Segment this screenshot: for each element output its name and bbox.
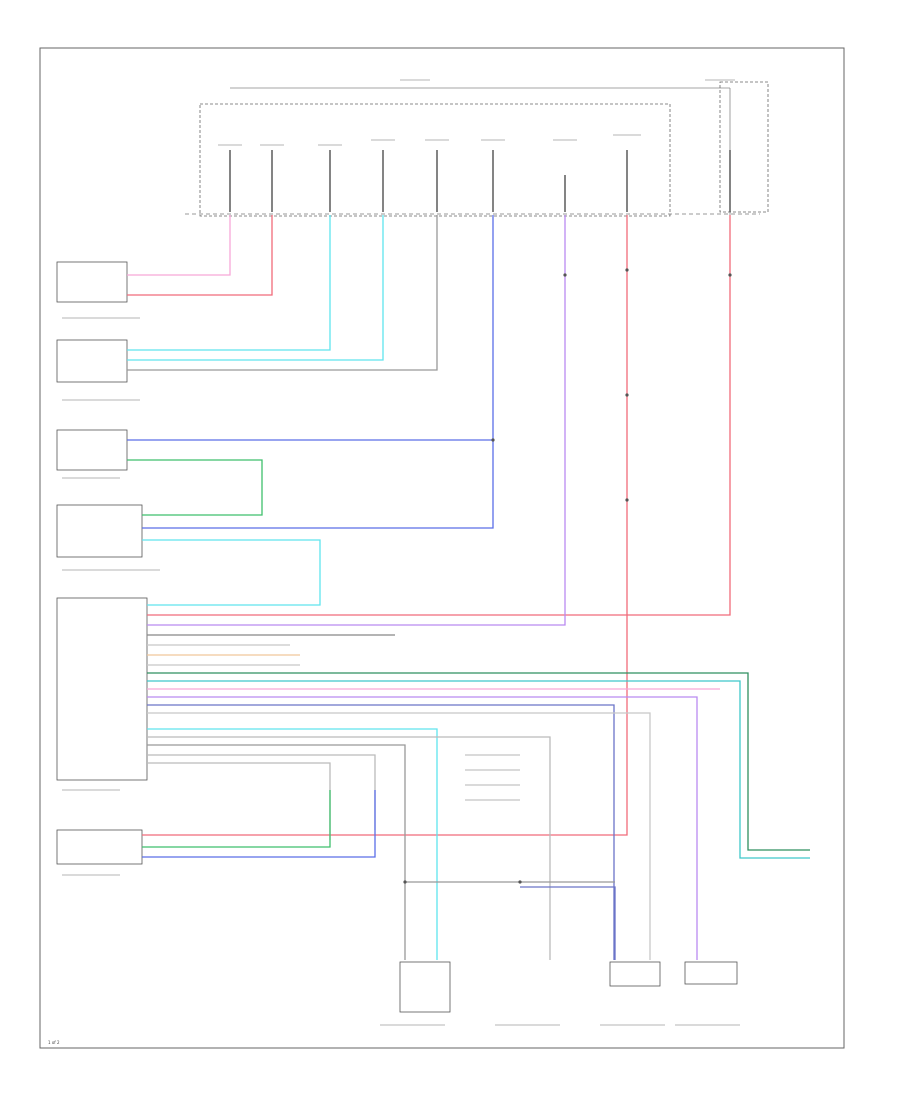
- wire-ambient-signal: [142, 790, 331, 848]
- hvac-control-module: [56, 597, 148, 781]
- power-feed-group: [230, 87, 731, 215]
- wire-actuator-bus-2: [520, 886, 616, 960]
- diagram-frame: [39, 47, 845, 1049]
- wire-ambient-ground: [142, 790, 376, 858]
- ambient-temperature-sensor: [56, 261, 128, 303]
- label-marks: [62, 79, 740, 1026]
- left-blend-door-actuator: [399, 961, 451, 1013]
- ac-pressure-transducer: [56, 339, 128, 383]
- wires-hvac-signals: [147, 634, 810, 960]
- wire-blower-speed: [142, 539, 321, 606]
- ambient-sensor-connector: [56, 829, 143, 865]
- wires-top: [127, 215, 494, 529]
- recirculation-door-actuator: [609, 961, 661, 987]
- totally-integrated-power-module-box: [719, 81, 769, 213]
- front-blower-motor-controller: [56, 504, 143, 558]
- blower-motor: [56, 429, 128, 471]
- footer-code: 1 of 2: [48, 1040, 60, 1045]
- wires-long-runs: [142, 215, 731, 836]
- evaporator-temperature-sensor: [684, 961, 738, 985]
- splice-points: [403, 268, 732, 884]
- wire-blower-ground: [127, 459, 263, 516]
- module-terminals: [229, 150, 731, 212]
- fuse-module-box: [199, 103, 671, 217]
